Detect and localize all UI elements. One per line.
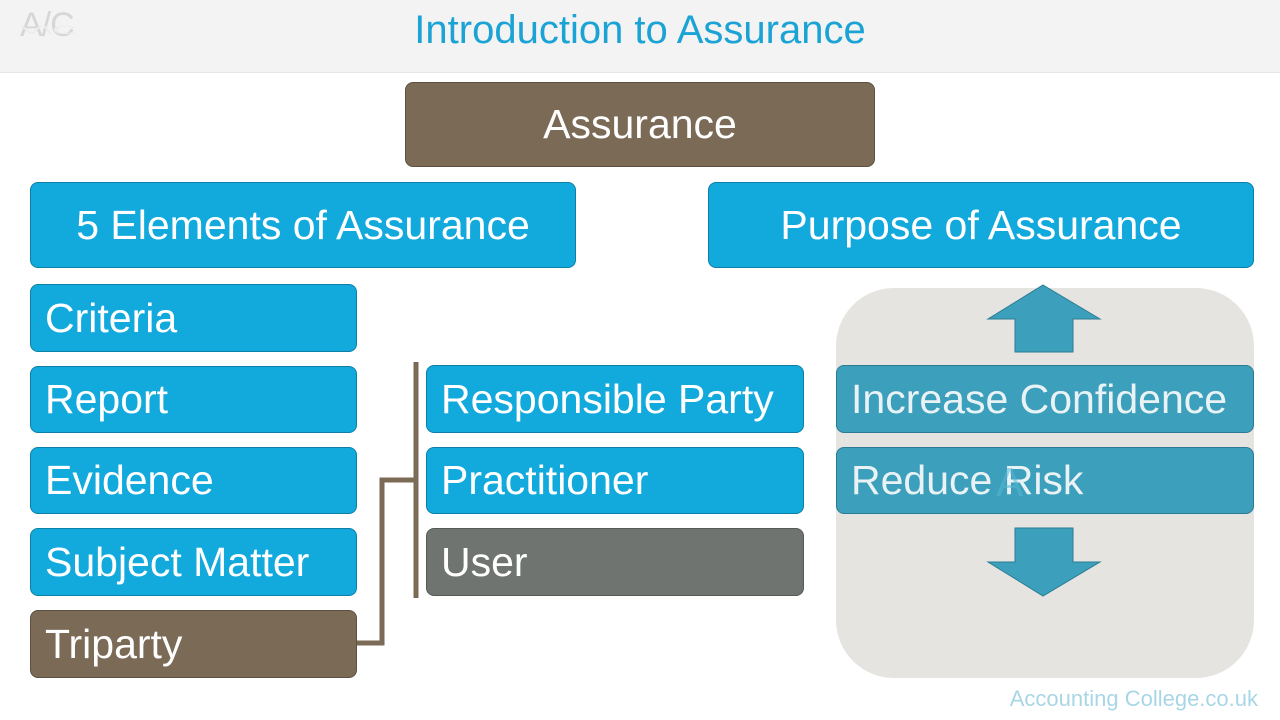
slide-title: Introduction to Assurance [414,8,866,52]
element-report: Report [30,366,357,433]
element-criteria: Criteria [30,284,357,352]
element-evidence: Evidence [30,447,357,514]
party-responsible: Responsible Party [426,365,804,433]
party-user: User [426,528,804,596]
purpose-heading: Purpose of Assurance [708,182,1254,268]
slide-header: A/C A/C Introduction to Assurance [0,0,1280,73]
logo: A/C [20,6,75,44]
root-node-assurance: Assurance [405,82,875,167]
element-subject-matter: Subject Matter [30,528,357,596]
purpose-increase-confidence: Increase Confidence [836,365,1254,433]
element-triparty: Triparty [30,610,357,678]
purpose-reduce-risk: Reduce Risk [836,447,1254,514]
footer-brand: Accounting College.co.uk [1009,686,1258,711]
elements-heading: 5 Elements of Assurance [30,182,576,268]
overlay-ghost-letter: A [996,459,1024,505]
party-practitioner: Practitioner [426,447,804,514]
